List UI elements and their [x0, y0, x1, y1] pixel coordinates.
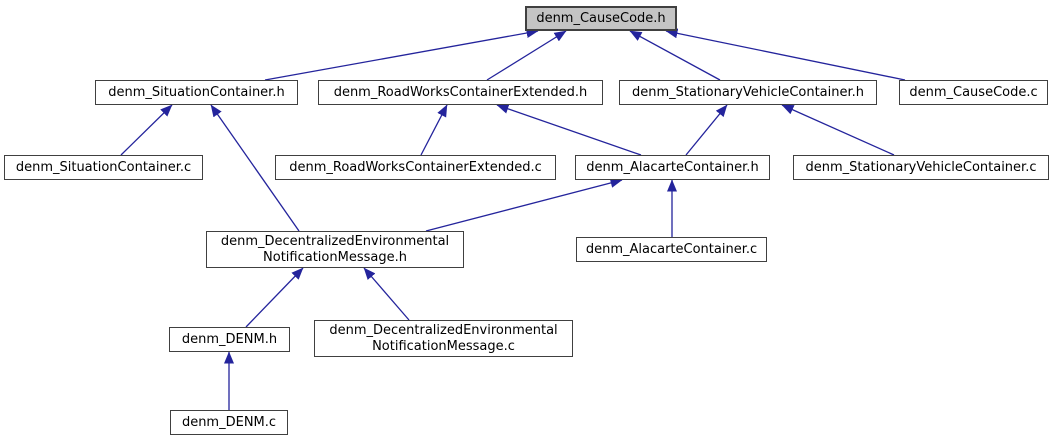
include-edge-situationcontainer_h-to-causecode_h — [264, 28, 539, 81]
node-denm-causecode-h[interactable]: denm_CauseCode.h — [525, 6, 677, 31]
node-denm-stationaryvehiclecontainer-c[interactable]: denm_StationaryVehicleContainer.c — [793, 155, 1049, 180]
node-denm-situationcontainer-h[interactable]: denm_SituationContainer.h — [95, 80, 298, 105]
include-edge-roadworks_h-to-causecode_h — [486, 30, 567, 81]
node-denm-alacartecontainer-c[interactable]: denm_AlacarteContainer.c — [576, 237, 767, 262]
include-edge-stationary_c-to-stationary_h — [781, 104, 895, 156]
node-denm-causecode-c[interactable]: denm_CauseCode.c — [899, 80, 1048, 105]
node-denm-decentralizedenvironmentalnotificationmessage-c[interactable]: denm_DecentralizedEnvironmental Notifica… — [314, 320, 573, 357]
node-denm-decentralizedenvironmentalnotificationmessage-h[interactable]: denm_DecentralizedEnvironmental Notifica… — [206, 231, 464, 268]
include-edge-stationary_h-to-causecode_h — [629, 30, 721, 81]
node-denm-denm-c[interactable]: denm_DENM.c — [170, 410, 288, 435]
include-edge-denm_h-to-denm_msg_h — [245, 267, 304, 328]
include-edge-alacarte_h-to-stationary_h — [685, 104, 728, 156]
include-edge-alacarte_h-to-roadworks_h — [496, 104, 642, 156]
include-edge-denm_msg_h-to-alacarte_h — [425, 178, 623, 232]
include-edge-roadworks_c-to-roadworks_h — [420, 104, 448, 156]
node-denm-roadworkscontainerextended-c[interactable]: denm_RoadWorksContainerExtended.c — [275, 155, 556, 180]
include-edge-denm_msg_c-to-denm_msg_h — [363, 267, 410, 321]
node-denm-alacartecontainer-h[interactable]: denm_AlacarteContainer.h — [575, 155, 770, 180]
node-denm-denm-h[interactable]: denm_DENM.h — [169, 327, 290, 352]
include-edge-causecode_c-to-causecode_h — [665, 28, 906, 81]
node-denm-stationaryvehiclecontainer-h[interactable]: denm_StationaryVehicleContainer.h — [619, 80, 877, 105]
include-edge-denm_msg_h-to-situationcontainer_h — [210, 104, 300, 232]
node-denm-roadworkscontainerextended-h[interactable]: denm_RoadWorksContainerExtended.h — [318, 80, 603, 105]
include-edge-situationcontainer_c-to-situationcontainer_h — [120, 104, 173, 156]
node-denm-situationcontainer-c[interactable]: denm_SituationContainer.c — [4, 155, 203, 180]
